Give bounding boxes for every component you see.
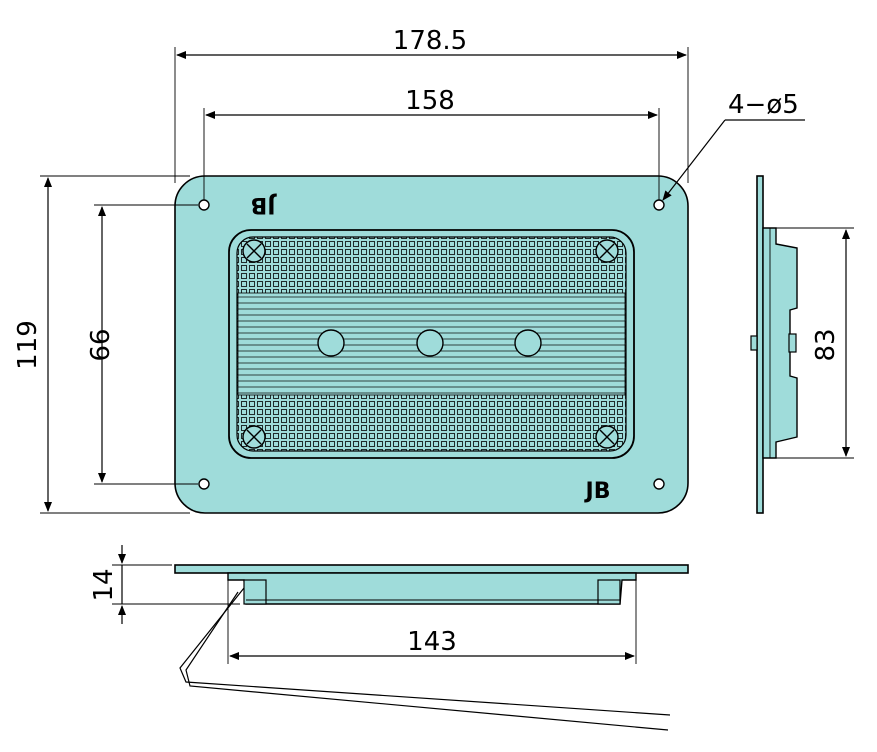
handle-flap (179, 587, 671, 731)
dimension-hole-spacing-width: 158 (203, 86, 660, 200)
mounting-hole-icon (198, 478, 210, 490)
dimension-overall-height: 119 (13, 175, 190, 514)
dimension-side-depth: 83 (776, 227, 854, 459)
connector-port-icon (416, 329, 444, 357)
dim-label-bottom-width: 143 (407, 627, 457, 657)
side-terminal (788, 333, 797, 353)
bottom-recess (227, 572, 637, 605)
dim-label-thickness: 14 (89, 568, 119, 601)
connector-port-icon (514, 329, 542, 357)
dimension-thickness: 14 (89, 545, 240, 624)
side-view (750, 175, 798, 514)
mounting-hole-icon (653, 199, 665, 211)
bottom-view (174, 564, 689, 605)
dimension-overall-width: 178.5 (174, 26, 689, 183)
mounting-hole-icon (198, 199, 210, 211)
screw-icon (595, 425, 619, 449)
bottom-foot-left (243, 579, 267, 605)
ribbed-band (237, 292, 626, 396)
dim-label-overall-width: 178.5 (393, 26, 467, 56)
dimension-hole-spacing-height: 99 (83, 204, 198, 485)
dim-label-hole-spacing-width: 158 (405, 86, 455, 116)
screw-icon (242, 239, 266, 263)
logo-top: JB (251, 192, 278, 217)
dimension-bottom-width: 143 (227, 580, 637, 664)
hole-callout: 4−ø5 (662, 90, 805, 201)
dim-label-overall-height: 119 (13, 320, 43, 370)
connector-port-icon (317, 329, 345, 357)
screw-icon (595, 239, 619, 263)
bottom-foot-right (597, 579, 621, 605)
dim-label-hole-spacing-height: 99 (83, 328, 113, 361)
side-nub (750, 335, 758, 351)
dim-label-side-depth: 83 (811, 328, 841, 361)
side-plate (756, 175, 764, 514)
front-view: JB JB (174, 175, 689, 514)
screw-icon (242, 425, 266, 449)
mounting-hole-icon (653, 478, 665, 490)
bottom-plate (174, 564, 689, 574)
logo-bottom: JB (584, 479, 611, 504)
dim-label-hole-callout: 4−ø5 (728, 90, 799, 120)
